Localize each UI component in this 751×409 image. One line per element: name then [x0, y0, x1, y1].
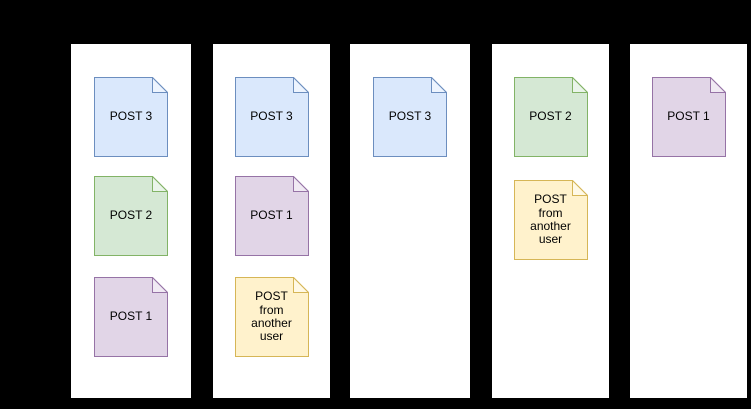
note-document-icon — [234, 77, 309, 157]
post-label: POST from another user — [251, 289, 292, 344]
timeline-lane-1: POST 3 POST 2 POST 1 — [71, 44, 191, 398]
post-document: POST from another user — [234, 277, 309, 357]
timeline-lane-2: POST 3 POST 1 POST from another user — [213, 44, 330, 398]
post-document: POST 2 — [513, 77, 588, 157]
note-document-icon — [234, 277, 309, 357]
post-label: POST 3 — [250, 109, 293, 124]
timeline-lane-5: POST 1 — [630, 44, 747, 398]
note-document-icon — [94, 176, 168, 256]
post-document: POST 1 — [651, 77, 726, 157]
note-document-icon — [234, 176, 309, 256]
post-label: POST 1 — [109, 309, 153, 324]
note-document-icon — [94, 277, 168, 357]
post-label: POST 2 — [109, 208, 153, 223]
post-document: POST 3 — [373, 77, 447, 157]
post-document: POST from another user — [513, 180, 588, 260]
post-document: POST 2 — [94, 176, 168, 256]
note-document-icon — [513, 180, 588, 260]
timeline-lane-3: POST 3 — [350, 44, 470, 398]
post-label: POST 3 — [388, 109, 432, 124]
post-document: POST 1 — [234, 176, 309, 256]
note-document-icon — [651, 77, 726, 157]
note-document-icon — [513, 77, 588, 157]
post-document: POST 3 — [94, 77, 168, 157]
post-label: POST 1 — [667, 109, 710, 124]
post-label: POST 1 — [250, 208, 293, 223]
post-label: POST from another user — [530, 192, 571, 247]
timeline-lane-4: POST 2 POST from another user — [492, 44, 609, 398]
post-label: POST 3 — [109, 109, 153, 124]
post-document: POST 3 — [234, 77, 309, 157]
note-document-icon — [373, 77, 447, 157]
post-document: POST 1 — [94, 277, 168, 357]
post-label: POST 2 — [529, 109, 572, 124]
note-document-icon — [94, 77, 168, 157]
